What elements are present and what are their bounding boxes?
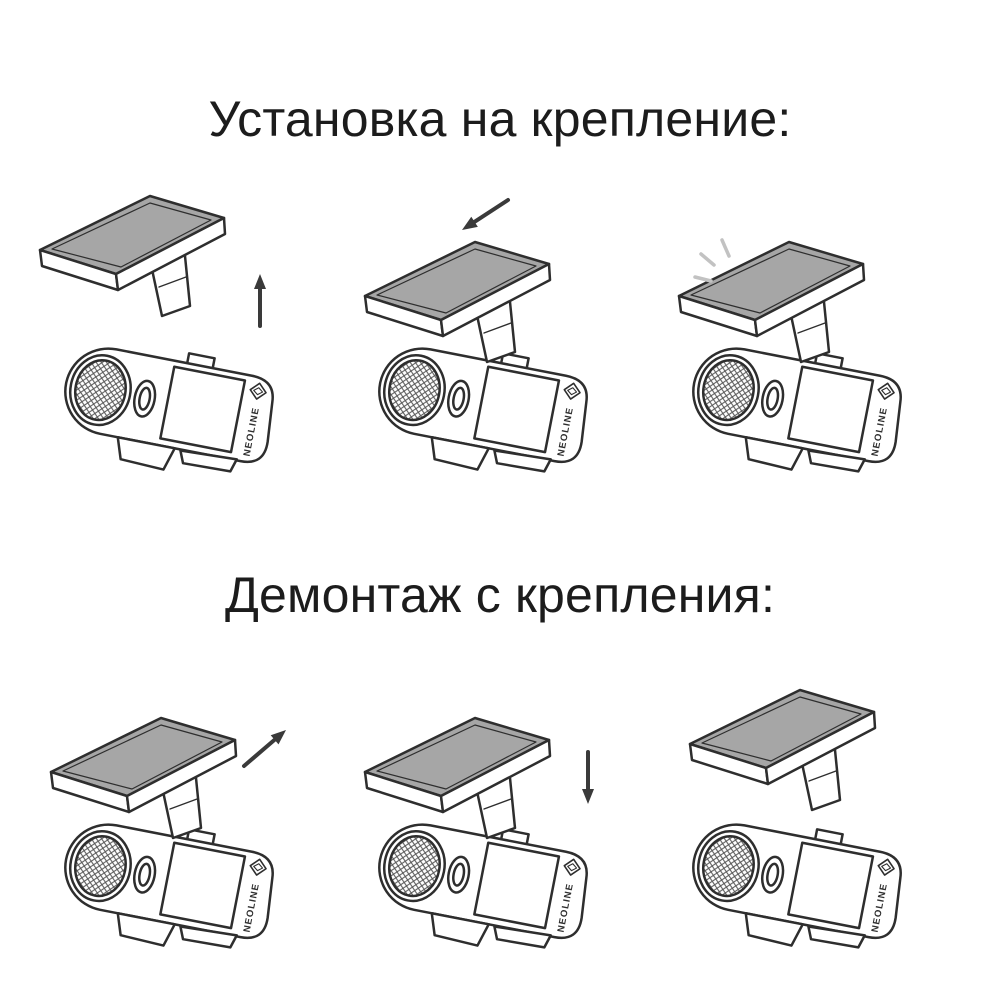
click-snap-marks xyxy=(693,238,731,283)
section-install: Установка на крепление: xyxy=(0,90,1000,490)
remove-step-3-figure xyxy=(664,654,964,966)
mount xyxy=(363,716,552,840)
remove-steps-row xyxy=(0,654,1000,966)
install-step-1-figure xyxy=(36,178,336,490)
install-steps-row xyxy=(0,178,1000,490)
install-step-1-drawing xyxy=(38,194,283,490)
dashcam xyxy=(366,330,597,490)
remove-step-1-figure xyxy=(36,654,336,966)
remove-step-2-figure xyxy=(350,654,650,966)
install-step-3-drawing xyxy=(677,238,911,490)
remove-step-2-drawing xyxy=(363,716,597,966)
section-title-remove: Демонтаж с крепления: xyxy=(224,567,776,623)
dashcam xyxy=(52,330,283,490)
install-step-2-drawing xyxy=(363,198,597,490)
direction-arrow xyxy=(582,750,594,804)
direction-arrow xyxy=(254,274,266,328)
remove-step-3-drawing xyxy=(680,688,911,966)
install-step-2-figure xyxy=(350,178,650,490)
mount xyxy=(688,688,877,812)
mount xyxy=(49,716,238,840)
direction-arrow xyxy=(242,730,286,768)
section-remove: Демонтаж с крепления: xyxy=(0,566,1000,966)
dashcam xyxy=(680,806,911,966)
dashcam xyxy=(366,806,597,966)
install-step-3-figure xyxy=(664,178,964,490)
section-title-install: Установка на крепление: xyxy=(208,91,792,147)
mount xyxy=(363,240,552,364)
dashcam xyxy=(52,806,283,966)
dashcam xyxy=(680,330,911,490)
remove-step-1-drawing xyxy=(49,716,286,966)
direction-arrow xyxy=(462,198,510,230)
mount xyxy=(38,194,227,318)
